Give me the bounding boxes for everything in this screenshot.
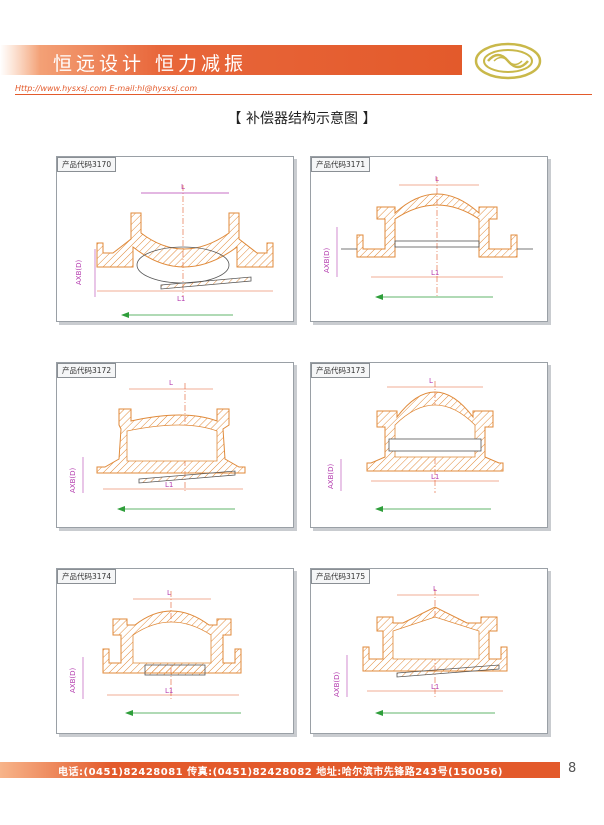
dim-l1: L1: [165, 481, 173, 489]
expansion-joint-diagram: L L1 AXB(D): [69, 379, 246, 512]
expansion-joint-diagram: L L1 AXB(D): [323, 175, 533, 300]
footer-contact: 电话:(0451)82428081 传真:(0451)82428082 地址:哈…: [58, 767, 503, 778]
company-logo-icon: [474, 42, 542, 80]
slogan: 恒远设计 恒力减振: [53, 53, 248, 75]
dim-l: L: [181, 183, 185, 191]
expansion-joint-diagram: L L1 AXB(D): [69, 589, 242, 716]
diagram-panel-3173: 产品代码3173 L L1 AXB(D): [310, 362, 548, 528]
product-code-label: 产品代码3170: [57, 157, 117, 172]
dim-side: AXB(D): [333, 671, 341, 697]
dim-l1: L1: [165, 687, 173, 695]
dim-l1: L1: [431, 473, 439, 481]
diagram-panel-3171: 产品代码3171 L L1 AXB(D): [310, 156, 548, 322]
dim-side: AXB(D): [75, 259, 83, 285]
header-band: [0, 45, 462, 75]
dim-side: AXB(D): [69, 467, 77, 493]
dim-l: L: [433, 585, 437, 593]
dim-l1: L1: [431, 683, 439, 691]
dim-l: L: [435, 175, 439, 183]
header-rule: [15, 94, 592, 95]
page-number: 8: [568, 761, 577, 776]
dim-side: AXB(D): [69, 667, 77, 693]
page-title: 【 补偿器结构示意图 】: [227, 111, 377, 127]
product-code-label: 产品代码3171: [311, 157, 371, 172]
dim-side: AXB(D): [323, 247, 331, 273]
diagram-panel-3170: 产品代码3170 L L1 AXB(D): [56, 156, 294, 322]
contact-line: Http://www.hysxsj.com E-mail:hl@hysxsj.c…: [15, 84, 198, 93]
product-code-label: 产品代码3174: [57, 569, 117, 584]
expansion-joint-diagram: L L1 AXB(D): [333, 585, 508, 716]
expansion-joint-diagram: L L1 AXB(D): [75, 183, 274, 318]
dim-l1: L1: [177, 295, 185, 303]
footer-band: [0, 762, 560, 778]
product-code-label: 产品代码3172: [57, 363, 117, 378]
dim-l: L: [167, 589, 171, 597]
product-code-label: 产品代码3173: [311, 363, 371, 378]
diagram-panel-3174: 产品代码3174 L L1 AXB(D): [56, 568, 294, 734]
expansion-joint-diagram: L L1 AXB(D): [327, 377, 504, 512]
dim-l: L: [429, 377, 433, 385]
diagram-panel-3175: 产品代码3175 L L1 AXB(D): [310, 568, 548, 734]
dim-side: AXB(D): [327, 463, 335, 489]
diagram-panel-3172: 产品代码3172 L L1 AXB(D): [56, 362, 294, 528]
dim-l: L: [169, 379, 173, 387]
dim-l1: L1: [431, 269, 439, 277]
product-code-label: 产品代码3175: [311, 569, 371, 584]
